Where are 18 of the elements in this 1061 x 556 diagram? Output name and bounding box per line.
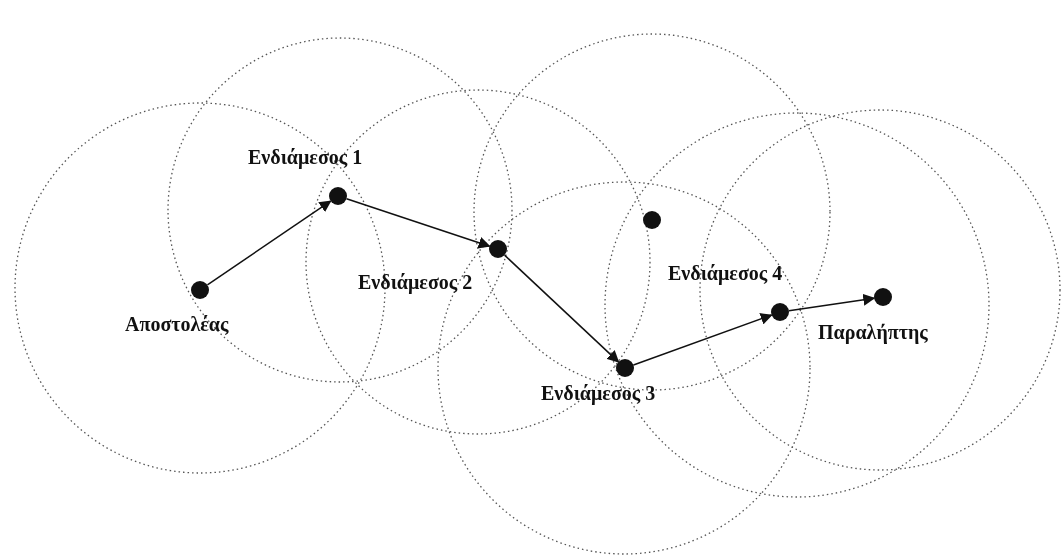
arrow xyxy=(503,254,620,363)
node-dot xyxy=(489,240,507,258)
node-label: Ενδιάμεσος 2 xyxy=(358,271,473,294)
node-dot xyxy=(191,281,209,299)
arrow xyxy=(788,293,876,312)
node-label: Ενδιάμεσος 4 xyxy=(668,262,783,285)
node-dot xyxy=(329,187,347,205)
node-dot xyxy=(771,303,789,321)
node-label: Ενδιάμεσος 1 xyxy=(248,146,363,169)
arrow xyxy=(206,200,332,286)
node-dot xyxy=(874,288,892,306)
node-label: Αποστολέας xyxy=(125,313,229,336)
arrow xyxy=(345,198,491,249)
node-label: Ενδιάμεσος 3 xyxy=(541,382,656,405)
arrow xyxy=(632,313,773,366)
node-label: Παραλήπτης xyxy=(818,321,928,344)
node-dot xyxy=(643,211,661,229)
node-dot xyxy=(616,359,634,377)
